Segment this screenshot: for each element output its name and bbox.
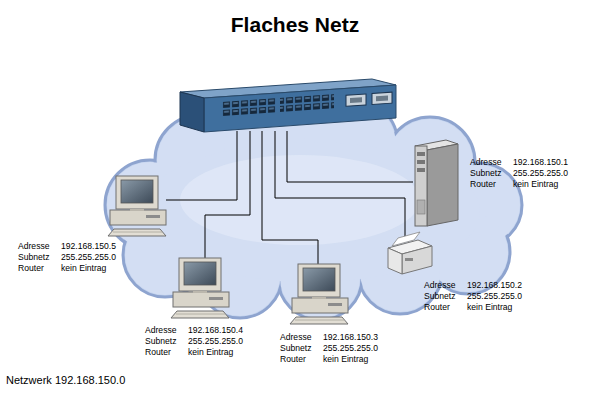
field-label: Adresse xyxy=(470,157,513,168)
field-label: Adresse xyxy=(145,325,188,336)
address-block: Adresse192.168.150.2Subnetz255.255.255.0… xyxy=(424,280,522,312)
desktop-computer xyxy=(290,264,348,324)
field-label: Router xyxy=(145,347,188,358)
field-label: Subnetz xyxy=(18,252,61,263)
field-value: kein Eintrag xyxy=(323,354,378,365)
field-label: Subnetz xyxy=(470,168,513,179)
server-tower xyxy=(415,140,458,226)
field-label: Subnetz xyxy=(424,291,467,302)
field-value: kein Eintrag xyxy=(513,179,568,190)
field-value: 255.255.255.0 xyxy=(323,343,378,354)
field-label: Adresse xyxy=(18,241,61,252)
field-label: Router xyxy=(18,263,61,274)
field-label: Router xyxy=(280,354,323,365)
field-value: 255.255.255.0 xyxy=(513,168,568,179)
field-value: 255.255.255.0 xyxy=(467,291,522,302)
field-label: Adresse xyxy=(280,332,323,343)
printer xyxy=(388,232,432,274)
field-value: 192.168.150.5 xyxy=(61,241,116,252)
address-block: Adresse192.168.150.5Subnetz255.255.255.0… xyxy=(18,241,116,273)
field-label: Subnetz xyxy=(145,336,188,347)
field-value: kein Eintrag xyxy=(61,263,116,274)
desktop-computer xyxy=(108,176,166,236)
address-block: Adresse192.168.150.1Subnetz255.255.255.0… xyxy=(470,157,568,189)
field-value: 192.168.150.1 xyxy=(513,157,568,168)
address-block: Adresse192.168.150.3Subnetz255.255.255.0… xyxy=(280,332,378,364)
field-value: kein Eintrag xyxy=(467,302,522,313)
field-value: kein Eintrag xyxy=(188,347,243,358)
network-cable xyxy=(166,131,413,265)
field-value: 192.168.150.3 xyxy=(323,332,378,343)
field-label: Router xyxy=(470,179,513,190)
field-label: Subnetz xyxy=(280,343,323,354)
field-value: 192.168.150.4 xyxy=(188,325,243,336)
network-switch xyxy=(180,79,396,132)
field-value: 255.255.255.0 xyxy=(61,252,116,263)
field-value: 192.168.150.2 xyxy=(467,280,522,291)
diagram-title: Flaches Netz xyxy=(0,13,590,37)
field-value: 255.255.255.0 xyxy=(188,336,243,347)
field-label: Router xyxy=(424,302,467,313)
field-label: Adresse xyxy=(424,280,467,291)
desktop-computer xyxy=(171,258,229,318)
address-block: Adresse192.168.150.4Subnetz255.255.255.0… xyxy=(145,325,243,357)
network-caption: Netzwerk 192.168.150.0 xyxy=(6,374,125,386)
